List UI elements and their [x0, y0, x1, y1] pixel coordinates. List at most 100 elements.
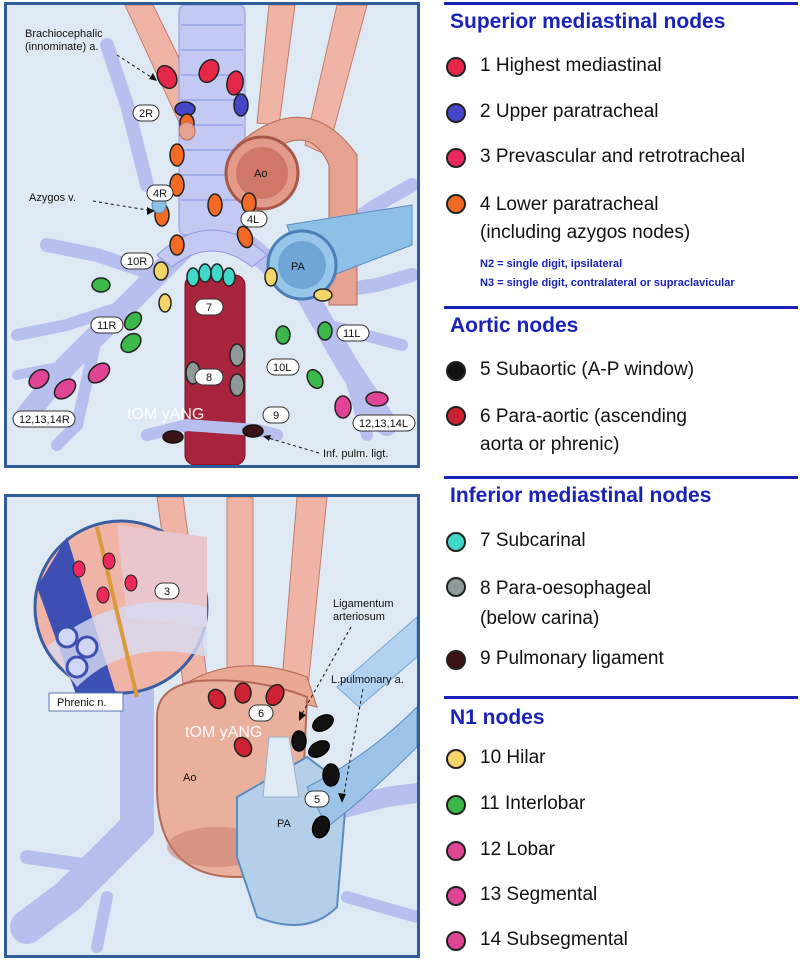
legend-item-label: 9 Pulmonary ligament	[480, 648, 664, 669]
legend-item-12: 12 Lobar	[446, 838, 555, 862]
left-subclavian-artery	[280, 497, 328, 698]
station-label-7: 7	[194, 298, 224, 316]
brachiocephalic-label-line: Brachiocephalic	[25, 28, 103, 40]
station-label-9: 9	[262, 406, 290, 424]
inset-magnified-view	[33, 519, 209, 698]
station-label-12-14l: 12,13,14L	[352, 414, 416, 432]
node-1-highest-mediastinal	[156, 58, 244, 96]
svg-text:8: 8	[206, 372, 212, 384]
n2-note: N2 = single digit, ipsilateral	[480, 258, 623, 270]
left-carotid-artery	[226, 497, 254, 688]
node-color-swatch	[446, 194, 466, 214]
legend-item-3: 3 Prevascular and retrotracheal	[446, 145, 745, 169]
ligamentum-label-line: arteriosum	[333, 611, 385, 623]
inferior-section-title: Inferior mediastinal nodes	[450, 484, 712, 507]
subclavian-vein	[336, 616, 417, 708]
svg-text:6: 6	[258, 708, 264, 720]
node-color-swatch	[446, 749, 466, 769]
node-color-swatch	[446, 57, 466, 77]
azygos-label: Azygos v.	[29, 192, 76, 204]
ligamentum-label-line: Ligamentum	[333, 598, 394, 610]
station-label-6: 6	[248, 704, 274, 722]
legend-item-label: 1 Highest mediastinal	[480, 55, 662, 76]
legend-item-7: 7 Subcarinal	[446, 529, 586, 553]
svg-text:11R: 11R	[97, 320, 116, 332]
legend-item-4: 4 Lower paratracheal (including azygos n…	[446, 191, 690, 247]
left-pulmonary-artery	[306, 706, 417, 828]
station-label-11r: 11R	[90, 316, 124, 334]
section-rule	[444, 306, 798, 309]
legend-item-label: 7 Subcarinal	[480, 530, 586, 551]
legend-item-label: 4 Lower paratracheal (including azygos n…	[480, 194, 691, 243]
legend-item-label: 10 Hilar	[480, 747, 546, 768]
node-color-swatch	[446, 886, 466, 906]
ligament-node-pale	[178, 121, 196, 141]
node-color-swatch	[446, 148, 466, 168]
legend-item-5: 5 Subaortic (A-P window)	[446, 358, 694, 382]
legend-item-11: 11 Interlobar	[446, 792, 585, 816]
aorta-label: Ao	[254, 168, 267, 180]
svg-text:10L: 10L	[273, 362, 291, 374]
inf-pulm-ligament-label: Inf. pulm. ligt.	[323, 448, 388, 460]
watermark: tOM yANG	[127, 406, 204, 423]
phrenic-label: Phrenic n.	[48, 692, 124, 712]
station-label-10l: 10L	[266, 358, 300, 376]
node-5-subaortic	[291, 714, 340, 839]
top-anatomy-panel: Brachiocephalic(innominate) a. Azygos v.…	[4, 2, 420, 468]
station-label-2r: 2R	[132, 104, 160, 122]
pulmonary-artery-label: PA	[277, 818, 292, 830]
ligamentum-arteriosum	[262, 736, 300, 798]
node-7-subcarinal	[186, 263, 236, 287]
svg-text:3: 3	[164, 586, 170, 598]
node-4-lower-paratracheal	[154, 113, 257, 256]
svg-text:Phrenic n.: Phrenic n.	[57, 697, 107, 709]
n3-note: N3 = single digit, contralateral or supr…	[480, 277, 735, 289]
legend-item-label: 13 Segmental	[480, 884, 598, 905]
node-color-swatch	[446, 931, 466, 951]
legend-item-14: 14 Subsegmental	[446, 928, 628, 952]
legend-item-6: 6 Para-aortic (ascending aorta or phreni…	[446, 403, 687, 459]
n1-section-title: N1 nodes	[450, 706, 545, 729]
bronchial-tree	[10, 640, 417, 953]
node-color-swatch	[446, 650, 466, 670]
svg-text:11L: 11L	[343, 328, 361, 340]
legend-item-8: 8 Para-oesophageal (below carina)	[446, 574, 651, 634]
node-color-swatch	[446, 532, 466, 552]
watermark: tOM yANG	[185, 724, 262, 741]
legend-item-label: 8 Para-oesophageal (below carina)	[480, 578, 652, 629]
station-label-4l: 4L	[240, 210, 268, 228]
station-label-5: 5	[304, 790, 330, 808]
brachiocephalic-label: Brachiocephalic(innominate) a.	[25, 28, 103, 53]
legend-item-label: 5 Subaortic (A-P window)	[480, 359, 695, 380]
svg-text:7: 7	[206, 302, 212, 314]
node-color-swatch	[446, 103, 466, 123]
station-label-12-14r: 12,13,14R	[12, 410, 76, 428]
aorta-label: Ao	[183, 772, 196, 784]
legend-item-label: 11 Interlobar	[480, 793, 586, 814]
legend-item-13: 13 Segmental	[446, 883, 597, 907]
legend-item-label: 2 Upper paratracheal	[480, 101, 659, 122]
node-legend: Superior mediastinal nodes 1 Highest med…	[430, 0, 800, 960]
node-2-upper-paratracheal	[174, 93, 249, 117]
legend-item-9: 9 Pulmonary ligament	[446, 647, 664, 671]
legend-item-10: 10 Hilar	[446, 746, 545, 770]
svg-text:12,13,14R: 12,13,14R	[19, 414, 70, 426]
node-color-swatch	[446, 841, 466, 861]
station-label-11l: 11L	[336, 324, 370, 342]
section-rule	[444, 476, 798, 479]
node-color-swatch	[446, 795, 466, 815]
left-carotid-artery	[256, 5, 296, 126]
node-9-pulmonary-ligament	[162, 424, 264, 444]
station-label-3: 3	[154, 582, 180, 600]
superior-section-title: Superior mediastinal nodes	[450, 10, 726, 33]
node-12-14-lobar-segmental	[28, 362, 389, 419]
pulmonary-a-label: L.pulmonary a.	[331, 674, 404, 686]
svg-text:12,13,14L: 12,13,14L	[359, 418, 408, 430]
legend-item-label: 14 Subsegmental	[480, 929, 628, 950]
node-color-swatch	[446, 361, 466, 381]
svg-text:10R: 10R	[127, 256, 147, 268]
section-rule	[444, 696, 798, 699]
